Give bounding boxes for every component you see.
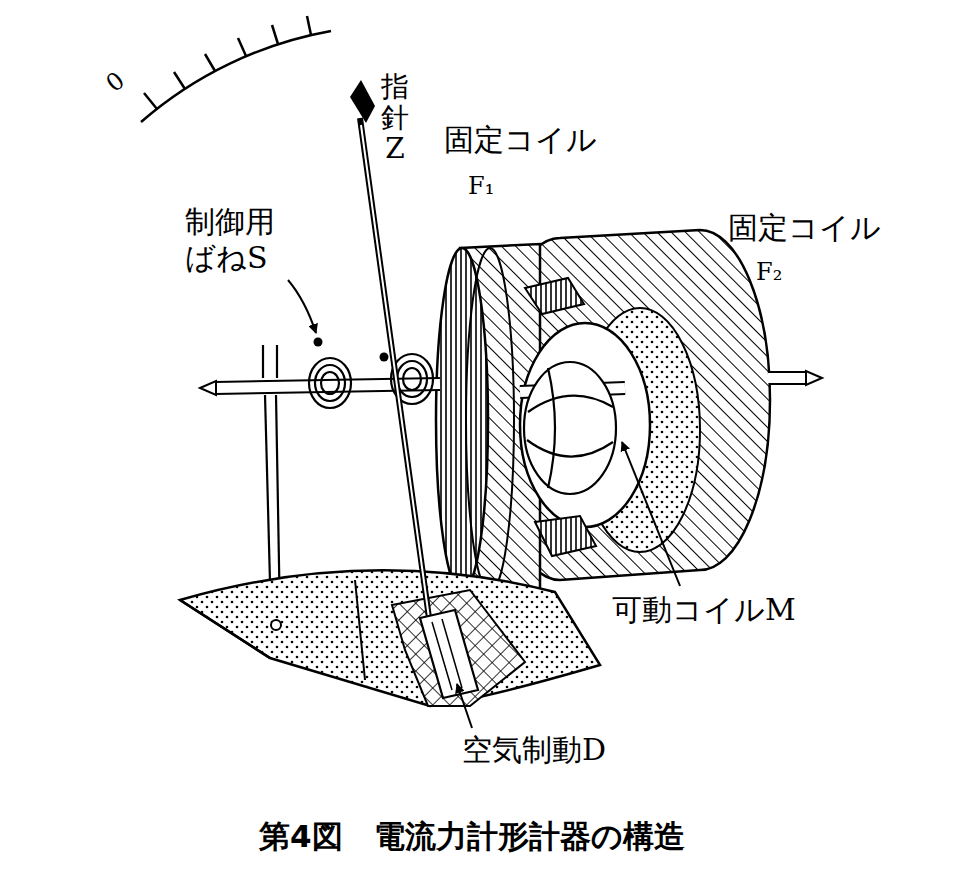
control-spring <box>309 354 433 408</box>
part-name: 制御用 ばねS <box>185 204 293 276</box>
axle <box>200 371 822 395</box>
coil-bracket <box>535 516 596 556</box>
coil-rim <box>466 248 514 592</box>
coil-bracket <box>525 278 584 314</box>
scale-zero: 0 <box>101 66 131 98</box>
part-name: 固定コイル <box>444 122 597 158</box>
moving-coil <box>524 362 616 494</box>
part-symbol: F₂ <box>756 258 782 287</box>
coil-opening <box>520 323 650 527</box>
pointer-label: 指針Z <box>381 72 409 164</box>
air-damper <box>180 570 600 706</box>
figure-caption: 第4図 電流力計形計器の構造 <box>259 818 685 855</box>
pointer <box>350 80 478 698</box>
part-name: 固定コイル <box>728 210 881 246</box>
part-name: 空気制動D <box>462 732 606 768</box>
scale <box>141 16 331 122</box>
coil-rim <box>436 248 488 592</box>
leader-line <box>288 280 680 728</box>
part-symbol: F₁ <box>468 172 494 201</box>
part-name: 可動コイルM <box>612 592 796 628</box>
